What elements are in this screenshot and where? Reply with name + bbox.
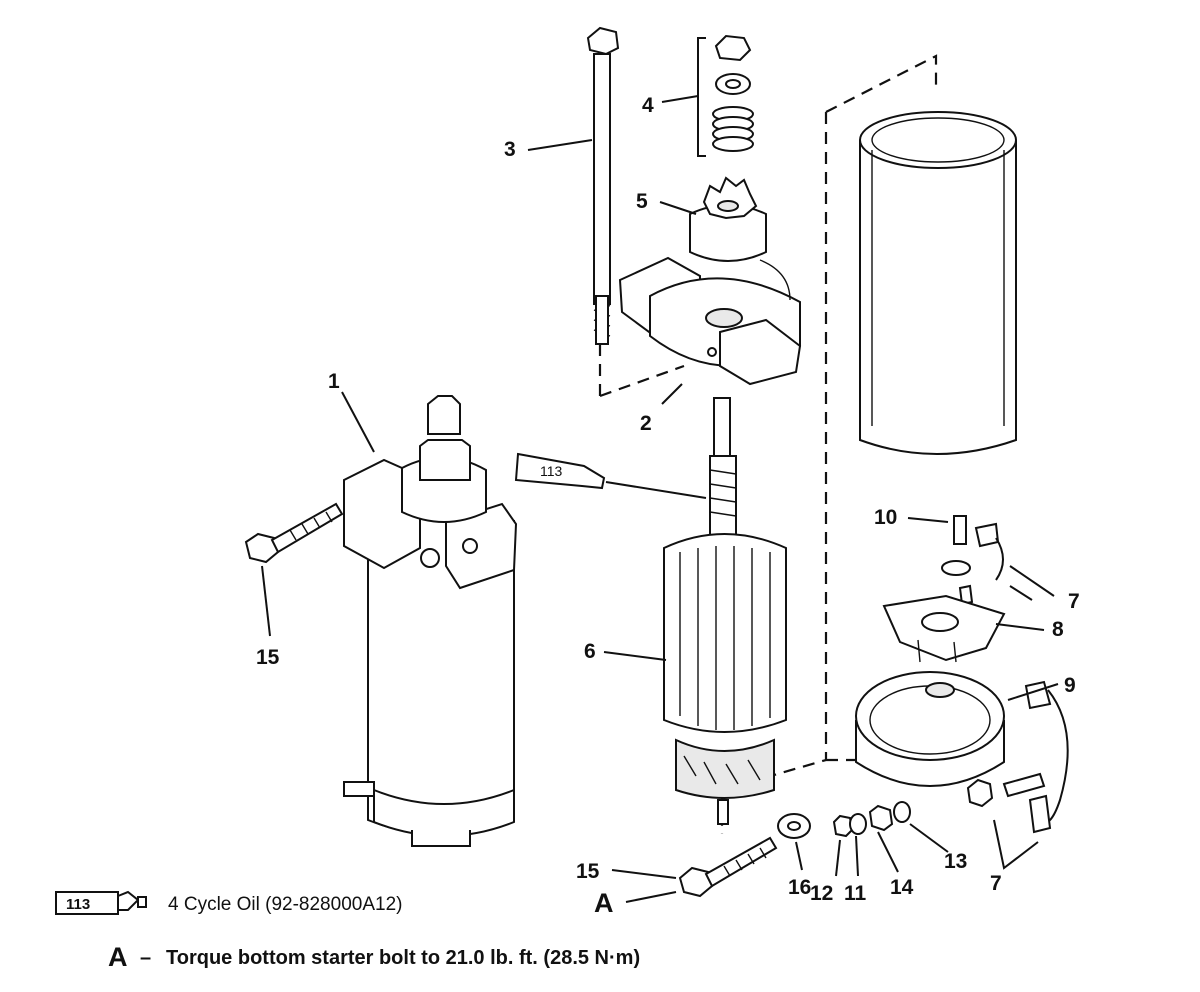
callout-7-bottom: 7 xyxy=(990,872,1002,895)
torque-note: A – Torque bottom starter bolt to 21.0 l… xyxy=(108,942,640,972)
legend-lubricant-description: 4 Cycle Oil (92-828000A12) xyxy=(168,894,402,915)
callout-7-top: 7 xyxy=(1068,590,1080,613)
callout-4: 4 xyxy=(642,94,654,117)
nut-washer-spring-part xyxy=(697,34,754,157)
armature-part xyxy=(663,397,787,825)
callout-6: 6 xyxy=(584,640,596,663)
leader-lines xyxy=(261,95,1059,903)
starter-motor-part xyxy=(343,395,518,847)
oil-tube-label: 113 xyxy=(540,463,563,479)
callout-14: 14 xyxy=(890,876,914,899)
callout-A: A xyxy=(594,888,614,918)
callout-8: 8 xyxy=(1052,618,1064,641)
callout-10: 10 xyxy=(874,506,897,529)
bolt-part-left xyxy=(244,502,344,564)
assembly-dashed-outline xyxy=(598,54,938,834)
drive-gear-part xyxy=(689,176,767,262)
note-letter: A xyxy=(108,942,128,972)
through-bolt-part xyxy=(586,26,620,345)
callout-5: 5 xyxy=(636,190,648,213)
brush-holder-part xyxy=(882,594,1006,663)
lubricant-legend: 113 4 Cycle Oil (92-828000A12) xyxy=(55,890,402,915)
oil-tube-icon: 113 xyxy=(514,452,707,499)
small-hardware-parts xyxy=(832,801,911,838)
callout-13: 13 xyxy=(944,850,967,873)
callout-15-left: 15 xyxy=(256,646,280,669)
callout-12: 12 xyxy=(810,882,833,905)
callout-2: 2 xyxy=(640,412,652,435)
end-bracket-part xyxy=(618,256,802,386)
callout-16: 16 xyxy=(788,876,811,899)
end-cap-part xyxy=(855,671,1069,824)
terminal-part-bottom xyxy=(966,772,1052,834)
frame-sleeve-part xyxy=(859,111,1017,455)
bolt-part-bottom xyxy=(678,836,778,898)
washer-hole-16 xyxy=(787,821,801,831)
callout-3: 3 xyxy=(504,138,516,161)
callout-1: 1 xyxy=(328,370,340,393)
callout-15-bottom: 15 xyxy=(576,860,600,883)
brush-lead-part-top xyxy=(941,515,1004,606)
note-dash: – xyxy=(140,947,151,969)
note-text: Torque bottom starter bolt to 21.0 lb. f… xyxy=(166,947,640,969)
callout-9: 9 xyxy=(1064,674,1076,697)
callout-11: 11 xyxy=(844,882,867,905)
legend-tube-code: 113 xyxy=(66,896,90,913)
